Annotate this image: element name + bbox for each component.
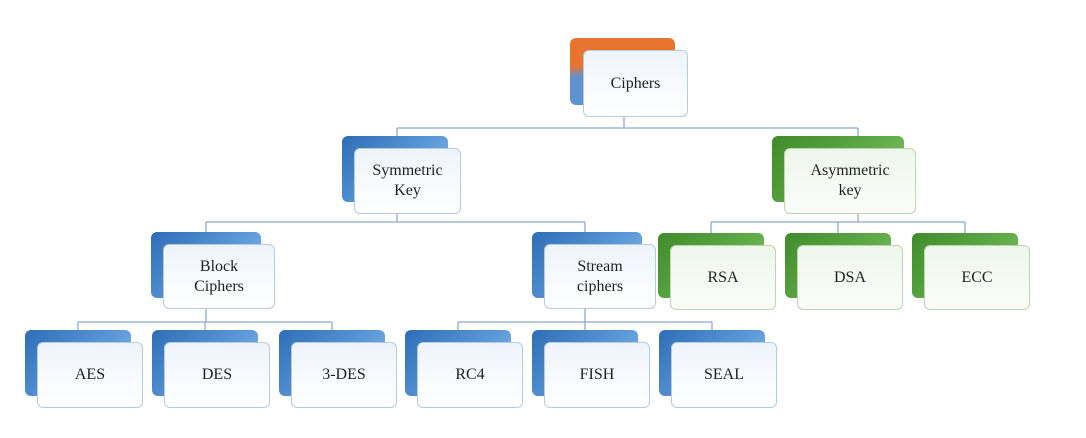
node-des-label: DES: [164, 342, 270, 408]
connector-symmetric: [205, 213, 586, 233]
node-dsa-label: DSA: [797, 245, 903, 310]
node-stream-ciphers-label: Stream ciphers: [544, 244, 656, 309]
node-block-ciphers: Block Ciphers: [151, 232, 275, 309]
node-rc4: RC4: [405, 330, 523, 408]
connector-block: [77, 307, 333, 331]
node-seal-label: SEAL: [671, 342, 777, 408]
node-dsa: DSA: [785, 233, 903, 310]
node-asymmetric-key: Asymmetric key: [772, 136, 916, 214]
node-symmetric-key-label: Symmetric Key: [354, 148, 461, 214]
node-rsa-label: RSA: [670, 245, 776, 310]
node-3des-label: 3-DES: [291, 342, 397, 408]
node-3des: 3-DES: [279, 330, 397, 408]
node-rc4-label: RC4: [417, 342, 523, 408]
node-fish: FISH: [532, 330, 650, 408]
node-ciphers: Ciphers: [570, 38, 690, 118]
node-aes-label: AES: [37, 342, 143, 408]
node-des: DES: [152, 330, 270, 408]
node-ecc: ECC: [912, 233, 1030, 310]
node-asymmetric-key-label: Asymmetric key: [784, 148, 916, 214]
node-fish-label: FISH: [544, 342, 650, 408]
connector-root: [396, 117, 859, 137]
node-stream-ciphers: Stream ciphers: [532, 232, 656, 309]
connector-stream: [457, 307, 713, 331]
node-ecc-label: ECC: [924, 245, 1030, 310]
node-ciphers-label: Ciphers: [583, 50, 688, 117]
node-symmetric-key: Symmetric Key: [342, 136, 462, 214]
node-aes: AES: [25, 330, 143, 408]
node-block-ciphers-label: Block Ciphers: [163, 244, 275, 309]
connector-asymmetric: [710, 213, 966, 233]
node-seal: SEAL: [659, 330, 777, 408]
node-rsa: RSA: [658, 233, 776, 310]
